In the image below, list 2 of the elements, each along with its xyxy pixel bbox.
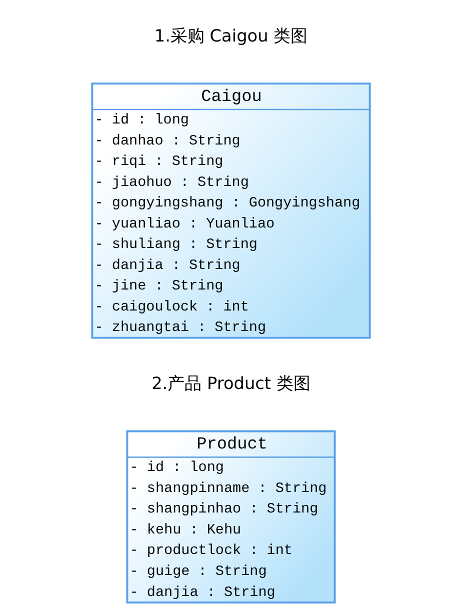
label: 1.采购 Caigou 类图 (154, 25, 308, 46)
label: 2.产品 Product 类图 (151, 372, 310, 393)
